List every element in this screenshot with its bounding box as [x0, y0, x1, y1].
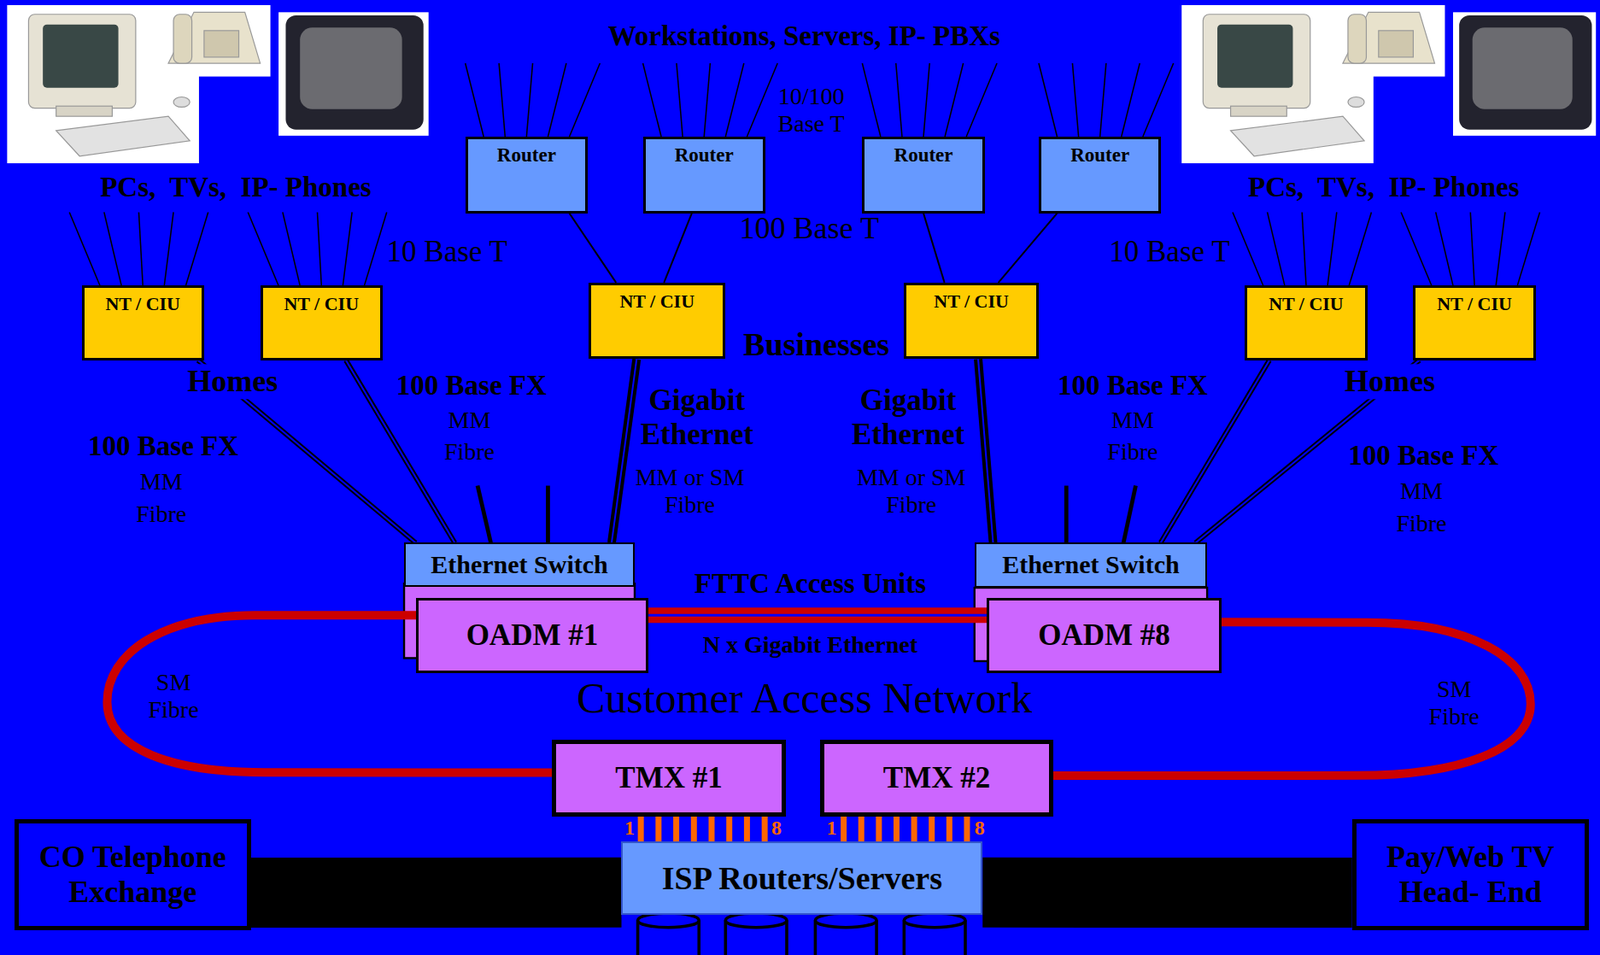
- ticks-link: [640, 816, 765, 843]
- ticks-link: [843, 816, 968, 843]
- band-link: [982, 891, 1352, 893]
- text-label: MM: [1111, 406, 1155, 434]
- text-label: MM: [140, 468, 183, 496]
- tmx-box: TMX #1: [551, 739, 786, 817]
- sw-box: Ethernet Switch: [974, 542, 1208, 588]
- text-label: PCs, TVs, IP- Phones: [1248, 171, 1520, 205]
- node-label: TMX #1: [615, 761, 722, 796]
- nt-box: NT / CIU: [260, 285, 383, 360]
- pc-illustration: [1181, 5, 1445, 164]
- node-label: NT / CIU: [1268, 293, 1344, 315]
- text-label: MM or SM Fibre: [847, 463, 976, 518]
- node-label: NT / CIU: [283, 293, 359, 315]
- text-label: MM: [448, 406, 492, 434]
- node-label: Router: [497, 144, 557, 167]
- tv-illustration: [1453, 11, 1596, 136]
- node-label: NT / CIU: [933, 290, 1009, 312]
- text-label: SM Fibre: [143, 668, 204, 723]
- node-label: Ethernet Switch: [1002, 550, 1179, 581]
- text-label: 8: [771, 816, 782, 841]
- text-label: MM: [1400, 476, 1443, 505]
- text-label: FTTC Access Units: [694, 568, 927, 601]
- nt-box: NT / CIU: [1412, 285, 1536, 360]
- node-label: OADM #1: [466, 618, 599, 653]
- text-label: 1: [826, 816, 838, 841]
- text-label: Fibre: [444, 438, 495, 466]
- text-label: Homes: [183, 363, 282, 399]
- node-label: NT / CIU: [105, 293, 181, 315]
- switch-stub-lines: [477, 486, 1136, 544]
- nt-box: NT / CIU: [1244, 285, 1367, 360]
- fan-lines: [69, 63, 1540, 286]
- thin-link: [569, 213, 617, 283]
- text-label: Homes: [1341, 363, 1439, 399]
- tmx-box: TMX #2: [820, 739, 1053, 817]
- text-label: 10 Base T: [1108, 234, 1230, 270]
- router-box: Router: [1038, 136, 1161, 214]
- red-link: [648, 615, 988, 616]
- node-label: Pay/Web TV Head- End: [1360, 839, 1581, 911]
- text-label: 100 Base T: [739, 210, 880, 247]
- text-label: 100 Base FX: [1057, 369, 1208, 403]
- oadm-box: OADM #1: [416, 597, 648, 674]
- co-box: CO Telephone Exchange: [14, 819, 252, 931]
- nt-box: NT / CIU: [82, 285, 205, 360]
- gig-link: [978, 358, 993, 543]
- thin-link: [923, 213, 945, 283]
- text-label: Businesses: [743, 326, 890, 364]
- node-label: Router: [894, 144, 954, 167]
- nt-box: NT / CIU: [903, 282, 1039, 360]
- text-label: 100 Base FX: [396, 369, 547, 403]
- thin-link: [998, 213, 1058, 283]
- router-box: Router: [861, 136, 985, 214]
- text-label: N x Gigabit Ethernet: [703, 631, 918, 659]
- text-label: SM Fibre: [1424, 675, 1484, 731]
- node-label: Router: [1070, 144, 1130, 167]
- text-label: MM or SM Fibre: [625, 463, 754, 518]
- node-label: Router: [674, 144, 734, 167]
- isp-box: ISP Routers/Servers: [621, 841, 983, 915]
- tv-illustration: [278, 11, 429, 136]
- text-label: Gigabit Ethernet: [628, 382, 766, 452]
- node-label: ISP Routers/Servers: [662, 860, 943, 898]
- node-label: CO Telephone Exchange: [23, 839, 243, 911]
- text-label: Fibre: [1107, 438, 1158, 466]
- band-link: [251, 891, 622, 893]
- co-box: Pay/Web TV Head- End: [1352, 819, 1589, 931]
- text-label: PCs, TVs, IP- Phones: [99, 171, 372, 205]
- node-label: Ethernet Switch: [430, 550, 608, 581]
- thin-link: [663, 213, 692, 283]
- phone-illustration: [155, 5, 271, 77]
- node-label: NT / CIU: [1436, 293, 1513, 315]
- text-label: 100 Base FX: [87, 430, 239, 464]
- oadm-box: OADM #8: [986, 597, 1222, 674]
- text-label: 10/100 Base T: [768, 82, 855, 138]
- nt-box: NT / CIU: [588, 282, 726, 360]
- sw-box: Ethernet Switch: [404, 542, 635, 587]
- text-label: Gigabit Ethernet: [839, 382, 977, 452]
- server-cylinders: [638, 913, 966, 955]
- text-label: Customer Access Network: [576, 673, 1032, 724]
- text-label: 1: [624, 816, 635, 841]
- text-label: Fibre: [135, 500, 187, 528]
- router-box: Router: [643, 136, 766, 214]
- text-label: 100 Base FX: [1347, 439, 1499, 473]
- router-box: Router: [465, 136, 588, 214]
- node-label: TMX #2: [883, 761, 991, 796]
- text-label: 10 Base T: [386, 234, 508, 270]
- gig-link: [611, 358, 637, 543]
- text-label: 8: [974, 816, 985, 841]
- text-label: Workstations, Servers, IP- PBXs: [608, 20, 1001, 53]
- text-label: Fibre: [1395, 509, 1447, 538]
- node-label: NT / CIU: [619, 290, 695, 312]
- node-label: OADM #8: [1037, 618, 1171, 653]
